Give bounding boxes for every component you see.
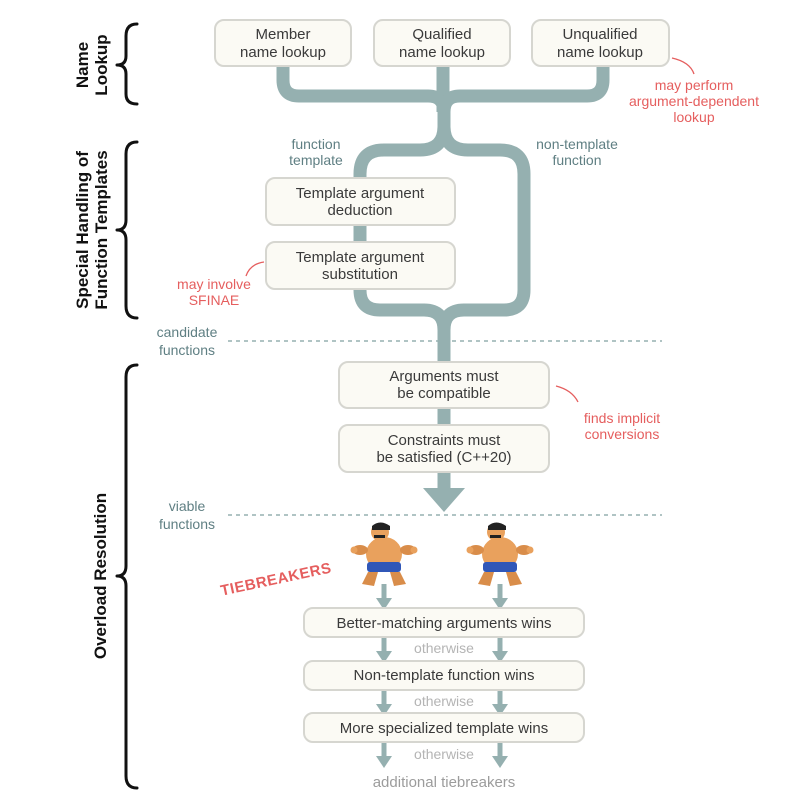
svg-text:conversions: conversions — [585, 426, 660, 442]
name-lookup-brace — [115, 22, 139, 106]
qualified-name-lookup-box: Qualified name lookup — [373, 19, 511, 67]
svg-text:functions: functions — [159, 516, 215, 532]
non-template-function-label: non-template function — [536, 136, 618, 168]
svg-text:name lookup: name lookup — [557, 44, 643, 61]
svg-text:Lookup: Lookup — [92, 34, 111, 95]
sfinae-note-connector — [245, 261, 265, 277]
tiebreaker-arrows — [376, 584, 508, 768]
svg-text:name lookup: name lookup — [240, 44, 326, 61]
candidate-functions-label: candidate functions — [157, 324, 218, 358]
member-name-lookup-box: Member name lookup — [214, 19, 352, 67]
svg-text:function: function — [291, 136, 340, 152]
svg-text:finds implicit: finds implicit — [584, 410, 660, 426]
svg-text:Member: Member — [255, 26, 310, 43]
svg-text:Special Handling of: Special Handling of — [73, 151, 92, 309]
tiebreaker-rule-non-template: Non-template function wins — [303, 660, 585, 691]
otherwise-label: otherwise — [414, 640, 474, 656]
section-label-name-lookup: Name Lookup — [73, 34, 111, 95]
svg-text:deduction: deduction — [327, 202, 392, 219]
svg-text:Constraints must: Constraints must — [388, 432, 501, 449]
tiebreaker-rule-more-specialized: More specialized template wins — [303, 712, 585, 743]
svg-text:lookup: lookup — [673, 109, 714, 125]
svg-text:Arguments must: Arguments must — [389, 368, 499, 385]
svg-text:function: function — [552, 152, 601, 168]
unqualified-name-lookup-box: Unqualified name lookup — [531, 19, 670, 67]
flow-pipes — [276, 64, 610, 512]
function-template-label: function template — [289, 136, 343, 168]
sfinae-note: may involve SFINAE — [177, 276, 251, 308]
svg-text:non-template: non-template — [536, 136, 618, 152]
section-label-special-handling: Special Handling of Function Templates — [73, 150, 111, 309]
svg-text:substitution: substitution — [322, 266, 398, 283]
special-handling-brace — [115, 140, 139, 320]
constraints-satisfied-box: Constraints must be satisfied (C++20) — [338, 424, 550, 473]
arguments-compatible-box: Arguments must be compatible — [338, 361, 550, 409]
svg-text:functions: functions — [159, 342, 215, 358]
svg-text:SFINAE: SFINAE — [189, 292, 240, 308]
tiebreaker-rule-better-matching: Better-matching arguments wins — [303, 607, 585, 638]
svg-text:be satisfied (C++20): be satisfied (C++20) — [376, 449, 511, 466]
svg-text:Better-matching arguments wins: Better-matching arguments wins — [336, 615, 551, 632]
svg-text:Overload Resolution: Overload Resolution — [91, 493, 110, 659]
svg-text:candidate: candidate — [157, 324, 218, 340]
svg-text:Name: Name — [73, 42, 92, 88]
svg-text:Template argument: Template argument — [296, 185, 425, 202]
additional-tiebreakers-label: additional tiebreakers — [373, 774, 516, 791]
svg-text:Function Templates: Function Templates — [92, 150, 111, 309]
svg-text:More specialized template wins: More specialized template wins — [340, 720, 548, 737]
svg-text:Non-template function wins: Non-template function wins — [354, 667, 535, 684]
sumo-wrestler-left-icon — [350, 522, 418, 586]
svg-text:template: template — [289, 152, 343, 168]
template-argument-substitution-box: Template argument substitution — [265, 241, 456, 290]
conversions-note-connector — [555, 385, 579, 403]
sumo-wrestler-right-icon — [466, 522, 534, 586]
otherwise-label: otherwise — [414, 746, 474, 762]
svg-text:Template argument: Template argument — [296, 249, 425, 266]
section-label-overload-resolution: Overload Resolution — [91, 493, 110, 659]
conversions-note: finds implicit conversions — [584, 410, 660, 442]
svg-text:argument-dependent: argument-dependent — [629, 93, 759, 109]
overload-resolution-brace — [115, 363, 139, 790]
svg-text:name lookup: name lookup — [399, 44, 485, 61]
svg-text:be compatible: be compatible — [397, 385, 490, 402]
viable-functions-label: viable functions — [159, 498, 215, 532]
otherwise-label: otherwise — [414, 693, 474, 709]
svg-text:may involve: may involve — [177, 276, 251, 292]
svg-text:Qualified: Qualified — [412, 26, 471, 43]
svg-text:Unqualified: Unqualified — [562, 26, 637, 43]
adl-note-connector — [671, 57, 695, 75]
tiebreakers-label: TIEBREAKERS — [219, 560, 333, 600]
template-argument-deduction-box: Template argument deduction — [265, 177, 456, 226]
adl-note: may perform argument-dependent lookup — [629, 77, 759, 125]
svg-text:may perform: may perform — [655, 77, 734, 93]
svg-text:viable: viable — [169, 498, 206, 514]
